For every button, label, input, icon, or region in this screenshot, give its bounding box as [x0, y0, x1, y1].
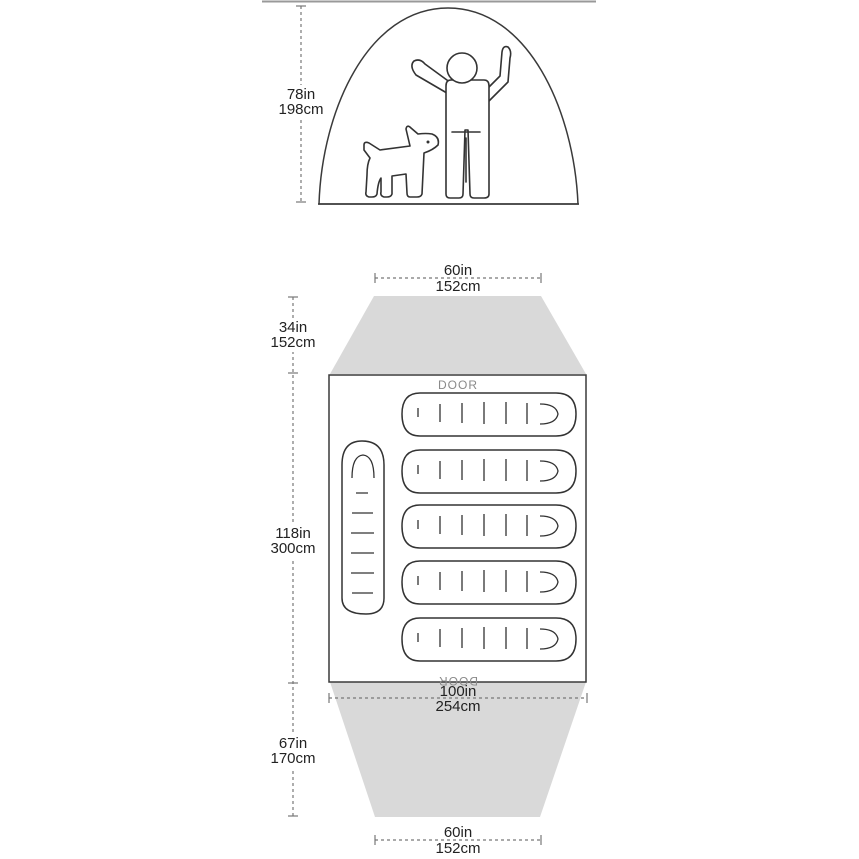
bottom-depth-cm-label: 170cm — [270, 750, 315, 767]
bottom-width-in-label: 60in — [444, 824, 472, 841]
side-height-in-label: 78in — [287, 86, 315, 103]
top-vestibule — [330, 296, 586, 374]
side-height-label-bg — [278, 85, 328, 119]
bottom-depth-in-label: 67in — [279, 735, 307, 752]
door-label-bottom: DOOR — [438, 674, 478, 688]
body-length-cm-label: 300cm — [270, 540, 315, 557]
top-depth-label-bg — [268, 318, 318, 352]
sleeping-bag — [401, 617, 577, 662]
sleeping-bag — [401, 504, 577, 549]
side-height-cm-label: 198cm — [278, 101, 323, 118]
dog-icon — [363, 125, 440, 198]
person-icon — [411, 45, 512, 199]
bottom-width-label-bg — [428, 841, 488, 855]
bottom-width-cm-label: 152cm — [435, 840, 480, 857]
top-width-label-bg — [428, 279, 488, 293]
floor-plan: 60in 152cm 34in 152cm 118in 300cm 67in 1… — [264, 262, 588, 857]
sleeping-bag — [401, 392, 577, 437]
body-width-cm-label: 254cm — [435, 698, 480, 715]
body-length-in-label: 118in — [275, 525, 311, 542]
tent-dome-outline — [318, 7, 579, 205]
bottom-depth-label-bg — [266, 734, 320, 768]
sleeping-bag — [401, 560, 577, 605]
body-width-label-bg — [426, 699, 490, 713]
sleeping-bag-vertical — [341, 440, 385, 615]
top-width-cm-label: 152cm — [435, 278, 480, 295]
top-depth-cm-label: 152cm — [270, 334, 315, 351]
sleeping-bag — [401, 449, 577, 494]
top-width-in-label: 60in — [444, 262, 472, 279]
door-label-top: DOOR — [438, 378, 478, 392]
body-width-in-label: 100in — [440, 683, 477, 700]
bottom-vestibule — [330, 682, 586, 817]
body-length-label-bg — [264, 524, 324, 558]
top-depth-in-label: 34in — [279, 319, 307, 336]
side-view: 78in 198cm — [278, 5, 579, 205]
